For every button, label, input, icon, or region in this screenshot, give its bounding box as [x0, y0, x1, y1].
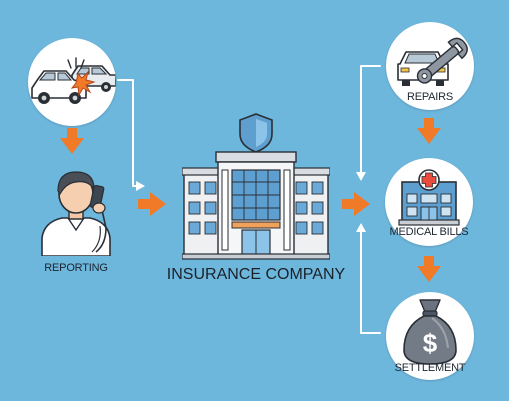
insurance-company-label: INSURANCE COMPANY	[166, 266, 346, 283]
svg-text:$: $	[423, 328, 438, 358]
arrow-medical-to-settlement	[417, 256, 441, 282]
arrow-caller-to-company	[138, 192, 166, 216]
hospital-icon	[398, 169, 460, 226]
arrowhead-repairs-down	[356, 172, 366, 181]
arrowhead-settlement-up	[356, 223, 366, 232]
arrowhead-company-in	[136, 181, 145, 191]
connector-accident-to-company	[117, 79, 139, 187]
arrow-company-to-medical	[342, 192, 370, 216]
accident-circle	[28, 38, 116, 126]
person-phone-icon	[41, 171, 111, 257]
money-bag-icon: $	[403, 299, 457, 365]
arrow-accident-to-caller	[60, 128, 84, 154]
reporting-label: REPORTING	[44, 262, 108, 274]
connector-company-to-settlement	[360, 227, 381, 334]
car-wrench-icon	[397, 37, 468, 86]
repairs-circle	[386, 22, 474, 110]
connector-company-to-repairs	[360, 65, 381, 177]
settlement-label: SETTLEMENT	[394, 362, 466, 374]
settlement-circle: $	[386, 292, 474, 380]
insurance-building-icon	[181, 113, 331, 260]
car-crash-icon	[31, 57, 116, 104]
reporting-node	[36, 164, 116, 261]
arrow-repairs-to-medical	[417, 118, 441, 144]
medical-bills-label: MEDICAL BILLS	[389, 226, 469, 238]
medical-circle	[385, 158, 473, 246]
shield-icon	[239, 113, 273, 153]
repairs-label: REPAIRS	[406, 91, 454, 103]
connector-arrowheads	[136, 172, 366, 232]
insurance-company-node	[181, 112, 331, 265]
